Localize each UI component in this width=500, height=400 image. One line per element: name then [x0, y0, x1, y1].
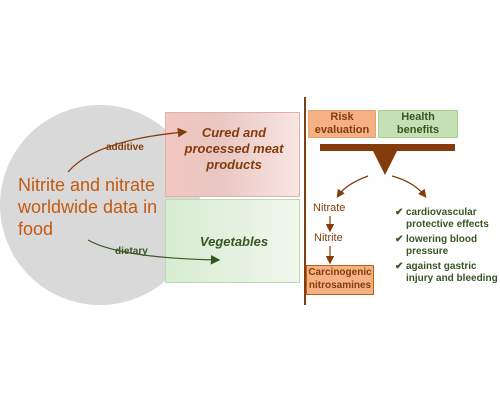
benefit-curve-arrow — [391, 175, 427, 198]
meat-products-label: Cured and processed meat products — [184, 125, 284, 172]
circle-label: Nitrite and nitrate worldwide data in fo… — [18, 175, 158, 239]
benefit-text: lowering blood pressure — [406, 234, 478, 257]
risk-evaluation-label: Risk evaluation — [314, 111, 370, 136]
risk-curve-arrow — [336, 175, 369, 198]
benefit-text: against gastric injury and bleeding — [406, 261, 498, 284]
nitrosamines-box — [306, 265, 374, 295]
check-icon: ✔ — [395, 234, 404, 245]
additive-label: additive — [106, 142, 144, 153]
benefit-item: ✔cardiovascular protective effects — [395, 207, 499, 231]
nitrite-label: Nitrite — [314, 232, 343, 244]
vegetables-label: Vegetables — [199, 234, 269, 249]
benefit-item: ✔against gastric injury and bleeding — [395, 261, 499, 285]
check-icon: ✔ — [395, 261, 404, 272]
benefit-item: ✔lowering blood pressure — [395, 234, 499, 258]
benefits-list: ✔cardiovascular protective effects ✔lowe… — [395, 207, 499, 288]
benefit-text: cardiovascular protective effects — [406, 207, 489, 230]
health-benefits-box — [378, 110, 458, 138]
check-icon: ✔ — [395, 207, 404, 218]
divider-line — [304, 97, 306, 305]
meat-products-box — [165, 112, 300, 197]
balance-beam — [320, 144, 455, 151]
balance-fulcrum-icon — [373, 151, 397, 175]
risk-evaluation-box — [308, 110, 376, 138]
health-benefits-label: Health benefits — [396, 111, 440, 136]
nitrosamines-label: Carcinogenic nitrosamines — [308, 267, 372, 291]
dietary-label: dietary — [115, 246, 148, 257]
nitrate-label: Nitrate — [313, 202, 346, 214]
